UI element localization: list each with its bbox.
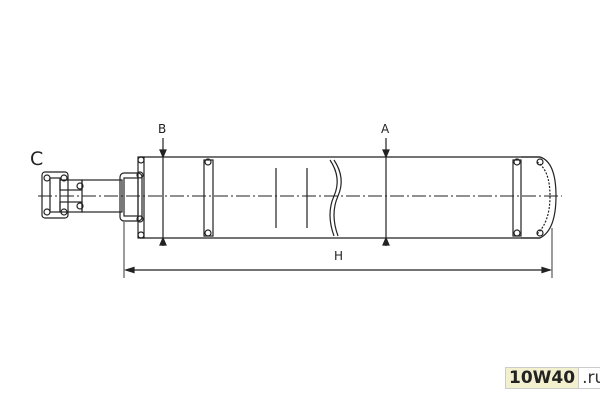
body-tube xyxy=(137,156,557,239)
label-c: C xyxy=(30,148,43,170)
dimension-a xyxy=(382,138,390,246)
eye-mount xyxy=(41,171,84,219)
dimension-b xyxy=(159,138,167,246)
piston-rod xyxy=(81,179,123,213)
watermark-logo: 10W40.ru xyxy=(505,366,600,390)
collar xyxy=(119,171,144,223)
watermark-brand: 10W40 xyxy=(505,367,580,389)
watermark-tld: .ru xyxy=(579,367,600,389)
label-b: B xyxy=(158,122,166,136)
label-a: A xyxy=(381,122,390,136)
label-h: H xyxy=(334,249,343,263)
dimension-h xyxy=(123,222,553,278)
